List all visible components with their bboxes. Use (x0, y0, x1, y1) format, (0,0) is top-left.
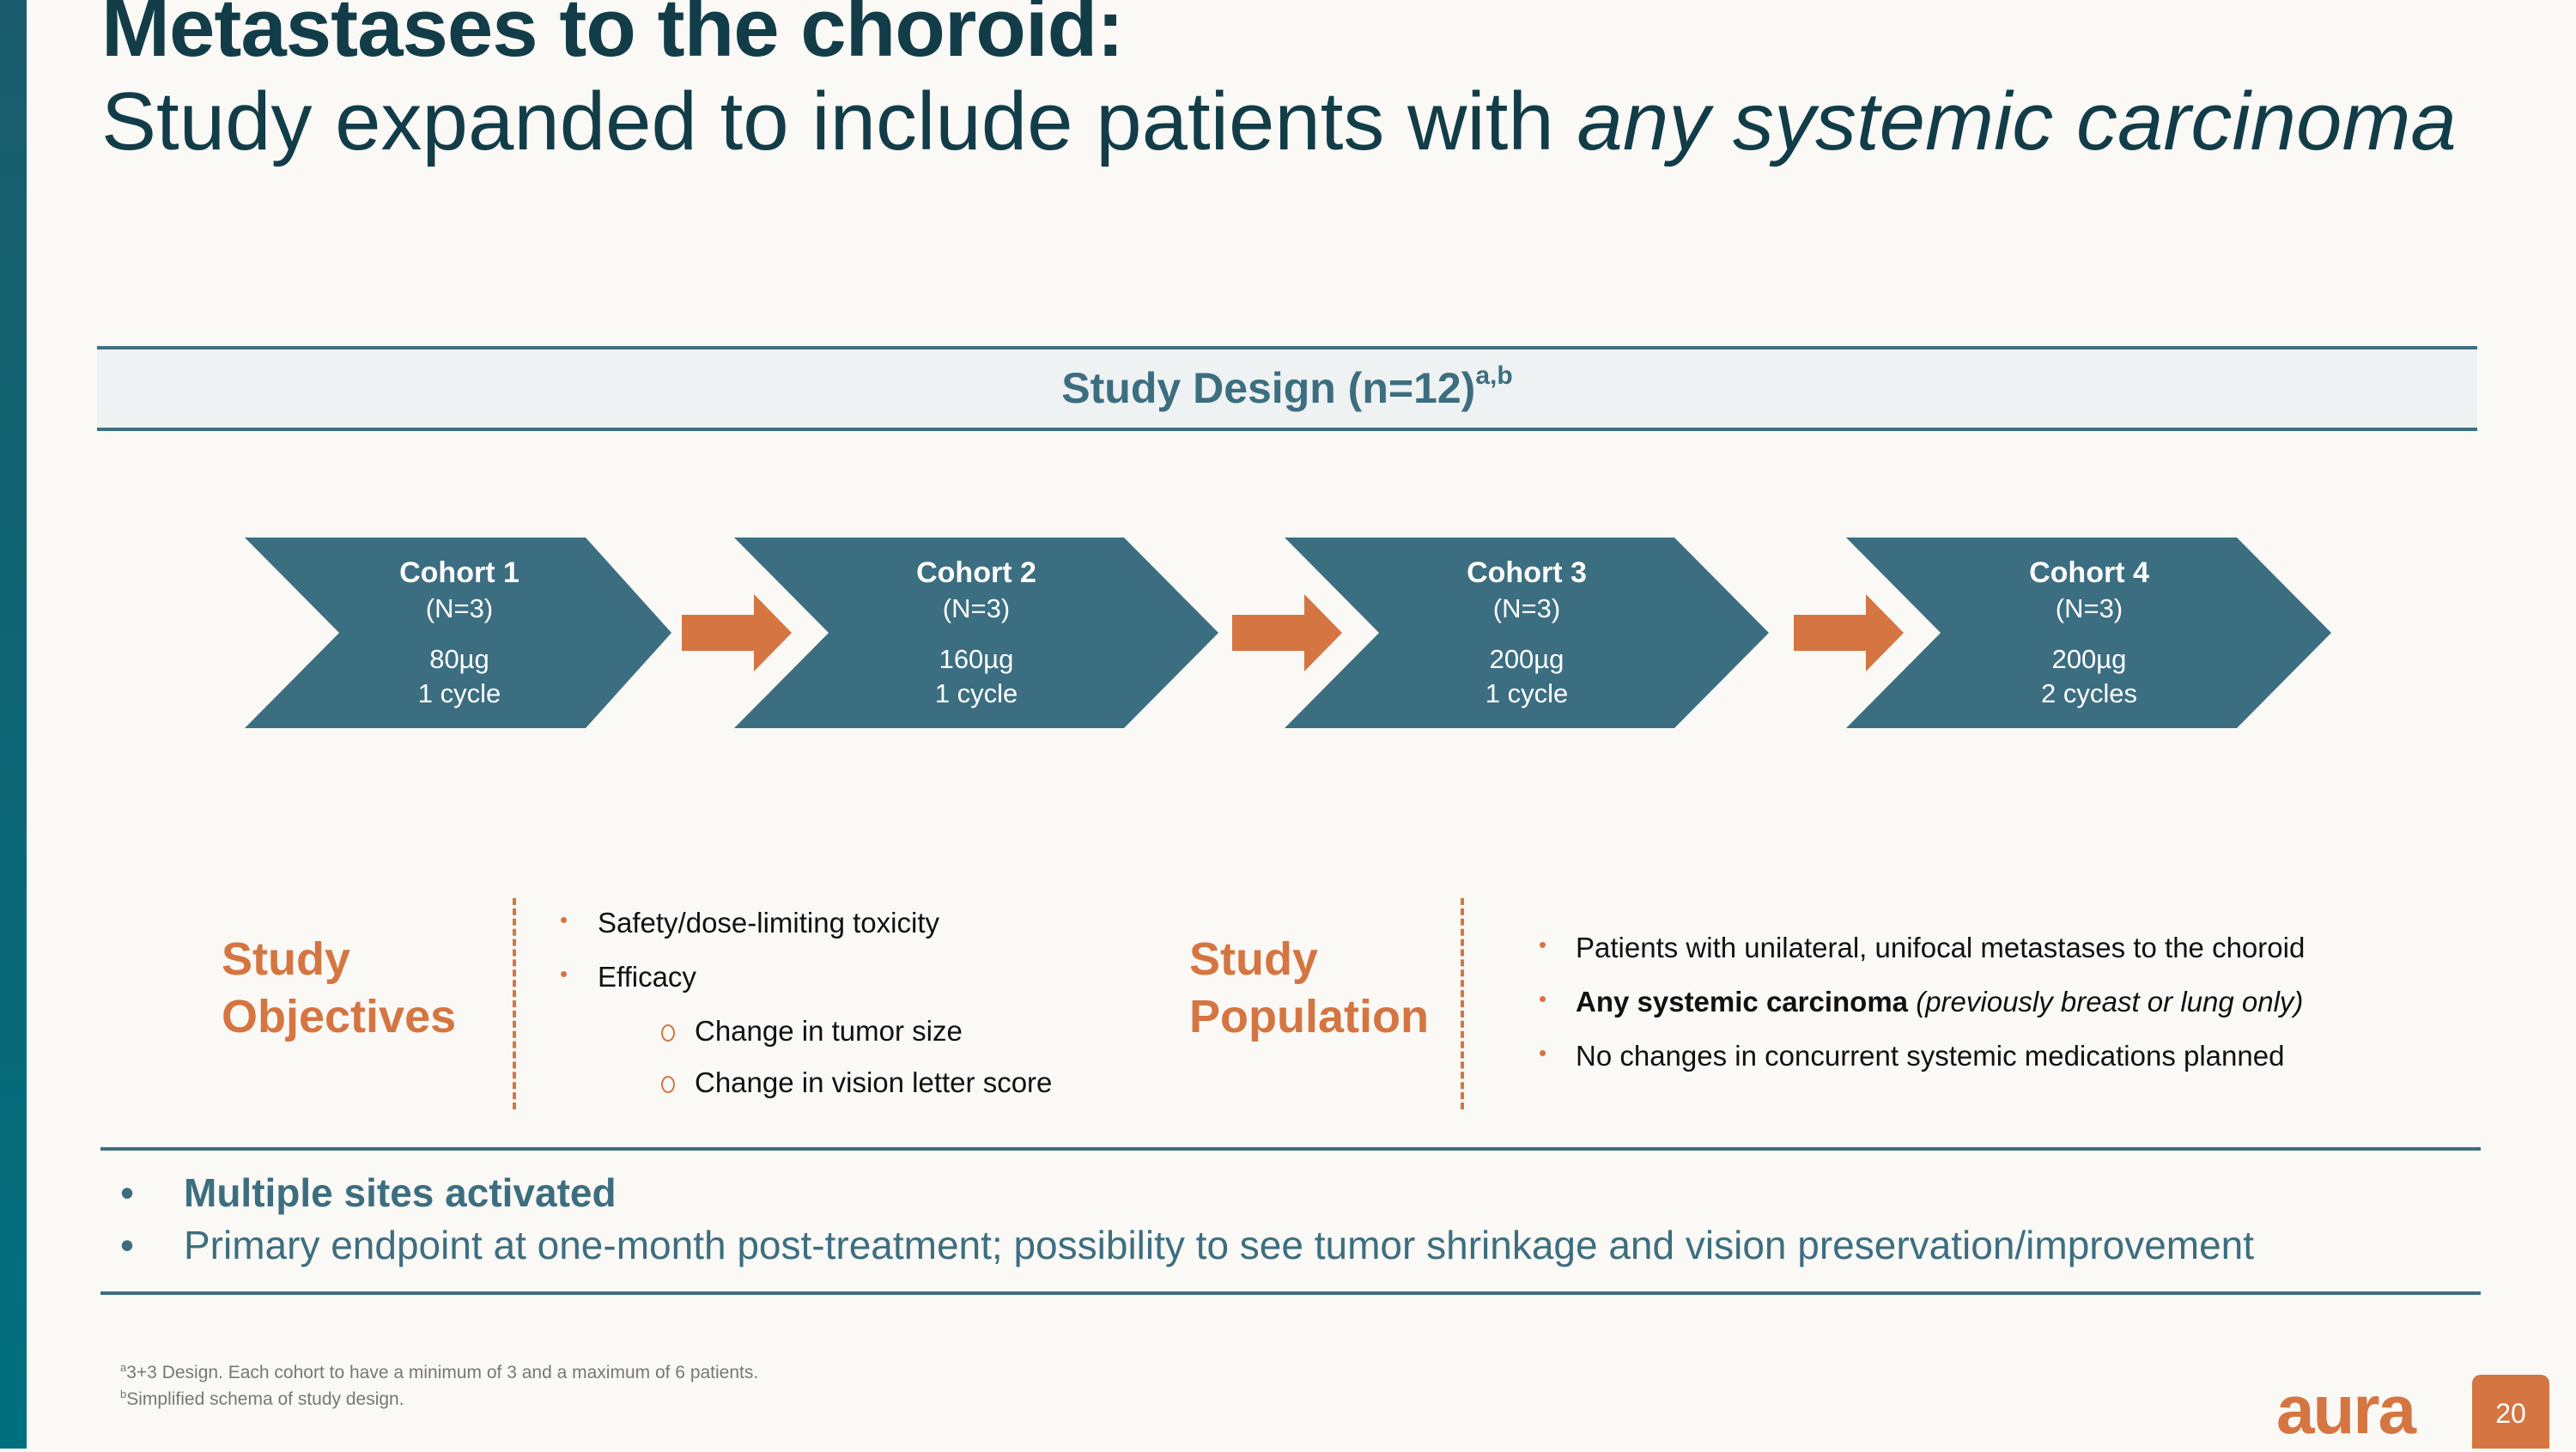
objective-subitem: Change in vision letter score (695, 1066, 1053, 1098)
population-item: Any systemic carcinoma (previously breas… (1576, 986, 2303, 1018)
footnote-b: bSimplified schema of study design. (120, 1388, 404, 1410)
key-point: Primary endpoint at one-month post-treat… (184, 1223, 2255, 1267)
cohort-cycles: 1 cycle (1485, 678, 1569, 708)
cohort-n: (N=3) (942, 593, 1011, 623)
page-number: 20 (2472, 1375, 2549, 1449)
heading-line: Objectives (222, 991, 457, 1042)
subtitle-text: Study expanded to include patients with (101, 76, 1577, 167)
dashed-divider (1461, 898, 1464, 1109)
cohort-name: Cohort 1 (399, 556, 519, 589)
dashed-divider (513, 898, 516, 1109)
population-item-note: (previously breast or lung only) (1908, 986, 2304, 1018)
objective-item: Efficacy (598, 961, 696, 993)
objective-subitem: Change in tumor size (695, 1015, 963, 1047)
chevron-shape (1285, 538, 1769, 728)
divider-line (100, 1147, 2481, 1151)
cohort-1-chevron: Cohort 1 (N=3) 80µg 1 cycle (245, 538, 671, 728)
bullet-icon: • (560, 907, 568, 933)
chevron-shape (734, 538, 1218, 728)
cohort-cycles: 1 cycle (417, 678, 501, 708)
population-item-bold: Any systemic carcinoma (1576, 986, 1909, 1018)
cohort-name: Cohort 2 (916, 556, 1036, 589)
bullet-icon: • (1539, 1040, 1547, 1066)
subtitle-emphasis: any systemic carcinoma (1577, 76, 2457, 167)
circle-bullet-icon (661, 1024, 675, 1042)
left-accent-bar (0, 0, 27, 1449)
footnote-text: 3+3 Design. Each cohort to have a minimu… (126, 1363, 759, 1382)
heading-line: Study (222, 933, 351, 985)
arrow-right-icon (1232, 594, 1342, 671)
cohort-dose: 160µg (939, 644, 1014, 674)
bullet-icon: • (120, 1170, 135, 1215)
population-item: Patients with unilateral, unifocal metas… (1576, 932, 2306, 963)
objective-item: Safety/dose-limiting toxicity (598, 907, 939, 939)
bullet-icon: • (1539, 932, 1547, 957)
population-item: No changes in concurrent systemic medica… (1576, 1040, 2285, 1072)
circle-bullet-icon (661, 1076, 675, 1093)
heading-line: Study (1189, 933, 1319, 985)
slide-subtitle: Study expanded to include patients with … (101, 76, 2457, 168)
heading-line: Population (1189, 991, 1429, 1042)
bullet-icon: • (120, 1223, 135, 1267)
cohort-cycles: 2 cycles (2041, 678, 2137, 708)
cohort-n: (N=3) (425, 593, 494, 623)
study-design-footnote-marks: a,b (1475, 361, 1513, 390)
arrow-right-icon (682, 594, 792, 671)
cohort-name: Cohort 3 (1467, 556, 1587, 589)
cohort-2-chevron: Cohort 2 (N=3) 160µg 1 cycle (734, 538, 1218, 728)
cohort-name: Cohort 4 (2029, 556, 2149, 589)
cohort-dose: 80µg (429, 644, 489, 674)
cohort-3-chevron: Cohort 3 (N=3) 200µg 1 cycle (1285, 538, 1769, 728)
cohort-4-chevron: Cohort 4 (N=3) 200µg 2 cycles (1846, 538, 2331, 728)
divider-line (100, 1291, 2481, 1295)
cohort-n: (N=3) (2055, 593, 2123, 623)
footnote-mark: a (120, 1361, 127, 1374)
study-design-label: Study Design (n=12) (1061, 364, 1476, 412)
cohort-cycles: 1 cycle (934, 678, 1018, 708)
bullet-icon: • (1539, 986, 1547, 1012)
cohort-n: (N=3) (1492, 593, 1561, 623)
slide-title: Metastases to the choroid: (101, 0, 1124, 74)
chevron-shape (1846, 538, 2331, 728)
chevron-shape (245, 538, 671, 728)
arrow-right-icon (1794, 594, 1904, 671)
bullet-icon: • (560, 961, 568, 987)
footnote-text: Simplified schema of study design. (126, 1389, 404, 1409)
footnote-mark: b (120, 1388, 127, 1400)
footnote-a: a3+3 Design. Each cohort to have a minim… (120, 1361, 758, 1383)
key-point: Multiple sites activated (184, 1170, 617, 1215)
cohort-dose: 200µg (1489, 644, 1564, 674)
cohort-dose: 200µg (2051, 644, 2127, 674)
study-design-header: Study Design (n=12)a,b (97, 346, 2477, 431)
aura-logo: aura (2276, 1371, 2416, 1448)
